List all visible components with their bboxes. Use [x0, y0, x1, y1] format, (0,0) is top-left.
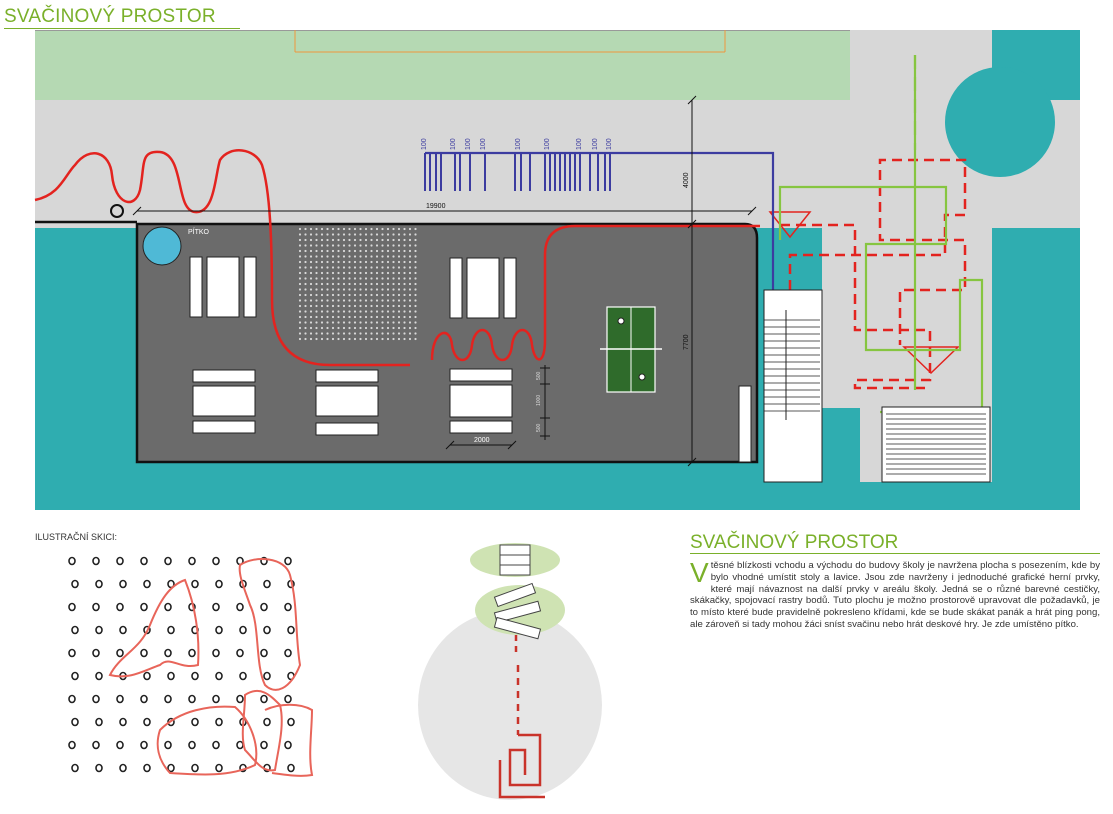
fountain-label: PÍTKO	[188, 227, 210, 236]
dot-grid	[298, 227, 417, 341]
dim-small-c: 500	[536, 423, 542, 432]
description-body: těsné blízkosti vchodu a východu do budo…	[690, 560, 1100, 630]
title-underline	[4, 28, 240, 29]
snack-area	[135, 222, 759, 464]
sketches-label: ILUSTRAČNÍ SKICI:	[35, 532, 118, 542]
scale-line	[425, 151, 775, 290]
sketch-dot-letters	[68, 556, 314, 777]
entrance-stairs	[738, 289, 991, 483]
description-text: V těsné blízkosti vchodu a východu do bu…	[690, 557, 1100, 631]
table-set-lower	[192, 368, 513, 436]
scale-label: 100	[606, 138, 613, 150]
scale-label: 100	[450, 138, 457, 150]
dim-bench: 2000	[474, 437, 490, 444]
scale-ticks	[424, 153, 611, 191]
scale-label: 100	[480, 138, 487, 150]
dim-small-b: 1000	[536, 395, 542, 406]
scale-label: 100	[592, 138, 599, 150]
scale-label: 100	[465, 138, 472, 150]
scale-label: 100	[515, 138, 522, 150]
lawn	[35, 30, 850, 100]
fountain	[142, 226, 182, 266]
scale-label: 100	[576, 138, 583, 150]
dim-small-a: 500	[536, 371, 542, 380]
red-path	[34, 149, 760, 367]
round-water	[945, 67, 1055, 177]
dimension-lines	[132, 95, 757, 467]
table-set-upper	[189, 256, 517, 319]
scale-label: 100	[421, 138, 428, 150]
dim-height: 7700	[683, 334, 690, 350]
page-title: SVAČINOVÝ PROSTOR	[4, 6, 216, 27]
dim-length: 19900	[426, 203, 446, 210]
scale-labels: 100 100 100 100 100 100 100 100 100	[421, 138, 613, 150]
pingpong-table	[600, 306, 662, 393]
dropcap: V	[690, 557, 709, 588]
section-title: SVAČINOVÝ PROSTOR	[690, 532, 899, 553]
section-underline	[690, 553, 1100, 554]
site-plan: PÍTKO 100 100 100 100 100 100 100 100 100	[34, 30, 1080, 510]
dim-upper: 4000	[683, 172, 690, 188]
sketch-perspective	[418, 543, 602, 800]
scale-label: 100	[544, 138, 551, 150]
